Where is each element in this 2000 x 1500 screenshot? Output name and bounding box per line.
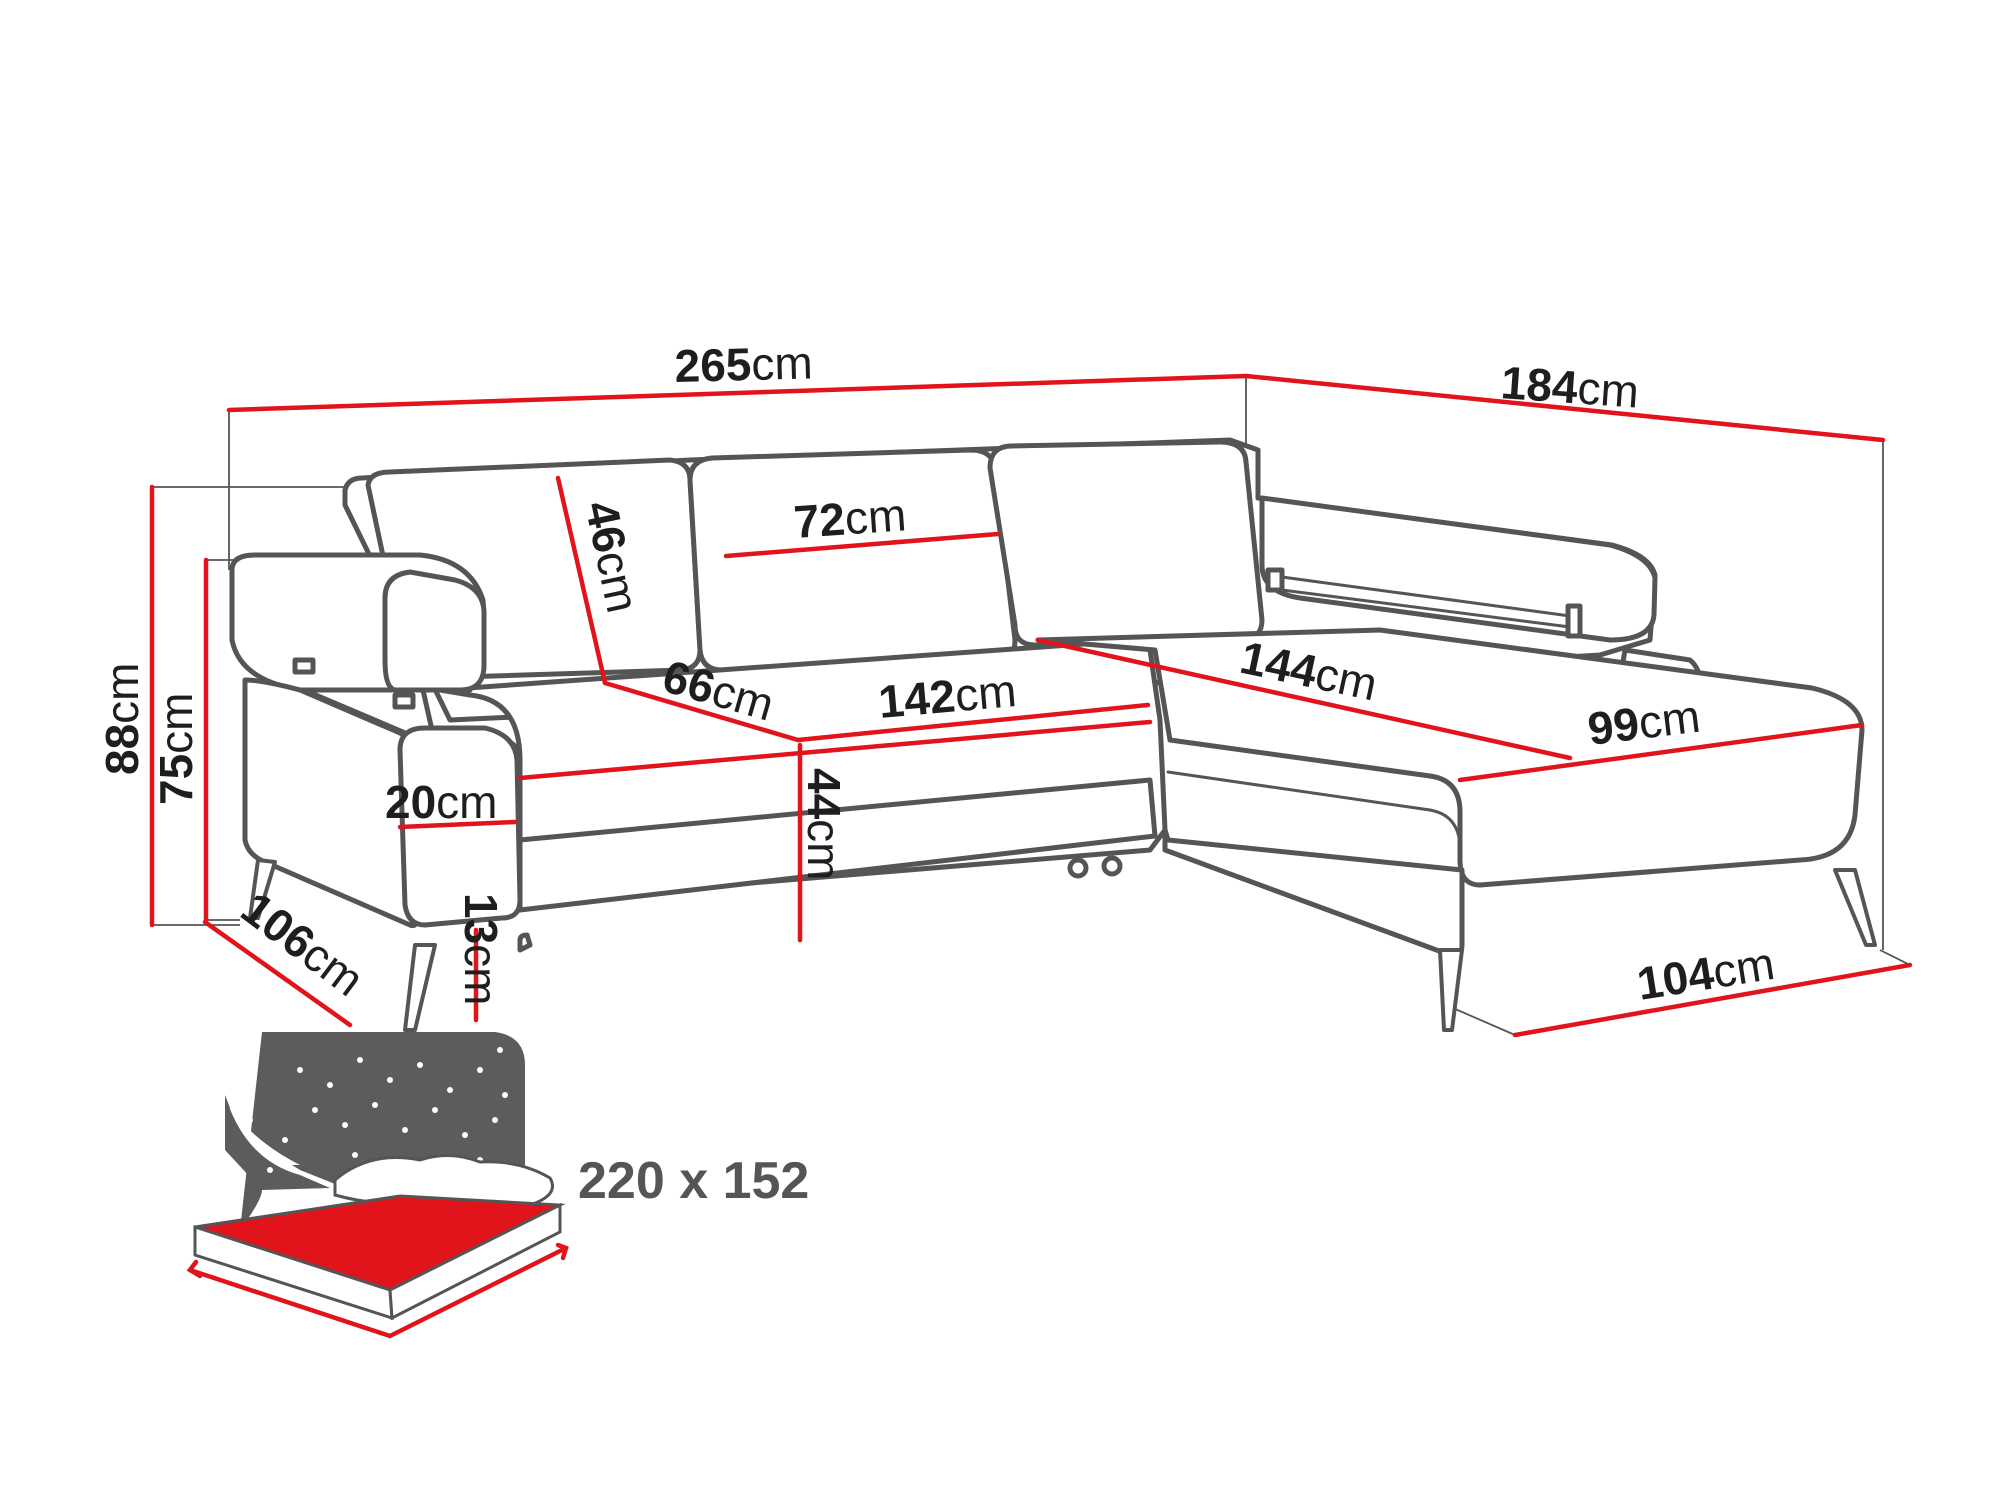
sleeping-area-label: 220 x 152 <box>578 1152 809 1210</box>
dimension-lines <box>149 373 1913 1038</box>
dim-line-72 <box>723 531 1001 559</box>
stars-icon <box>247 1047 508 1173</box>
label-184: 184cm <box>1499 356 1640 418</box>
label-265: 265cm <box>674 336 813 392</box>
sofa-outline <box>229 437 1865 958</box>
dim-line-66 <box>602 680 801 743</box>
leg-front-left-b <box>403 943 437 1032</box>
chaise-seat <box>1035 627 1865 888</box>
sleeping-area-icon: 220 x 152 <box>186 1032 809 1339</box>
dim-line-184 <box>1243 373 1886 443</box>
dim-line-265 <box>226 373 1249 413</box>
leg-chaise-back <box>1833 868 1877 947</box>
dim-line-104 <box>1512 962 1913 1038</box>
chaise-base <box>1162 827 1465 958</box>
label-44: 44cm <box>798 768 850 881</box>
dim-line-99 <box>1457 722 1865 783</box>
dim-line-142 <box>795 702 1151 743</box>
dim-line-20 <box>397 819 518 830</box>
leg-chaise-front <box>1438 948 1464 1032</box>
label-104: 104cm <box>1633 937 1778 1010</box>
dim-line-106 <box>202 919 353 1028</box>
dim-line-46 <box>555 475 608 686</box>
armrest-pillow <box>382 569 487 693</box>
label-88: 88cm <box>96 663 148 776</box>
label-75: 75cm <box>150 693 202 806</box>
label-20: 20cm <box>385 776 498 828</box>
leg-front-left-a <box>248 858 277 920</box>
label-13: 13cm <box>455 893 507 1006</box>
label-46: 46cm <box>575 496 649 617</box>
label-144: 144cm <box>1236 631 1382 711</box>
sofa-legs <box>248 858 1877 1032</box>
label-99: 99cm <box>1585 690 1703 755</box>
back-cushion-middle <box>687 447 1018 673</box>
bed-width-arrow <box>187 1245 569 1339</box>
main-seat-front <box>517 777 1158 913</box>
dim-line-144 <box>1035 637 1573 761</box>
label-142: 142cm <box>876 664 1018 728</box>
back-cushion-right <box>987 439 1265 648</box>
extension-lines <box>150 376 1911 1036</box>
dimension-labels: 265cm 184cm 88cm 75cm 46cm 72cm 66cm 142… <box>96 336 1778 1009</box>
label-72: 72cm <box>792 488 908 548</box>
